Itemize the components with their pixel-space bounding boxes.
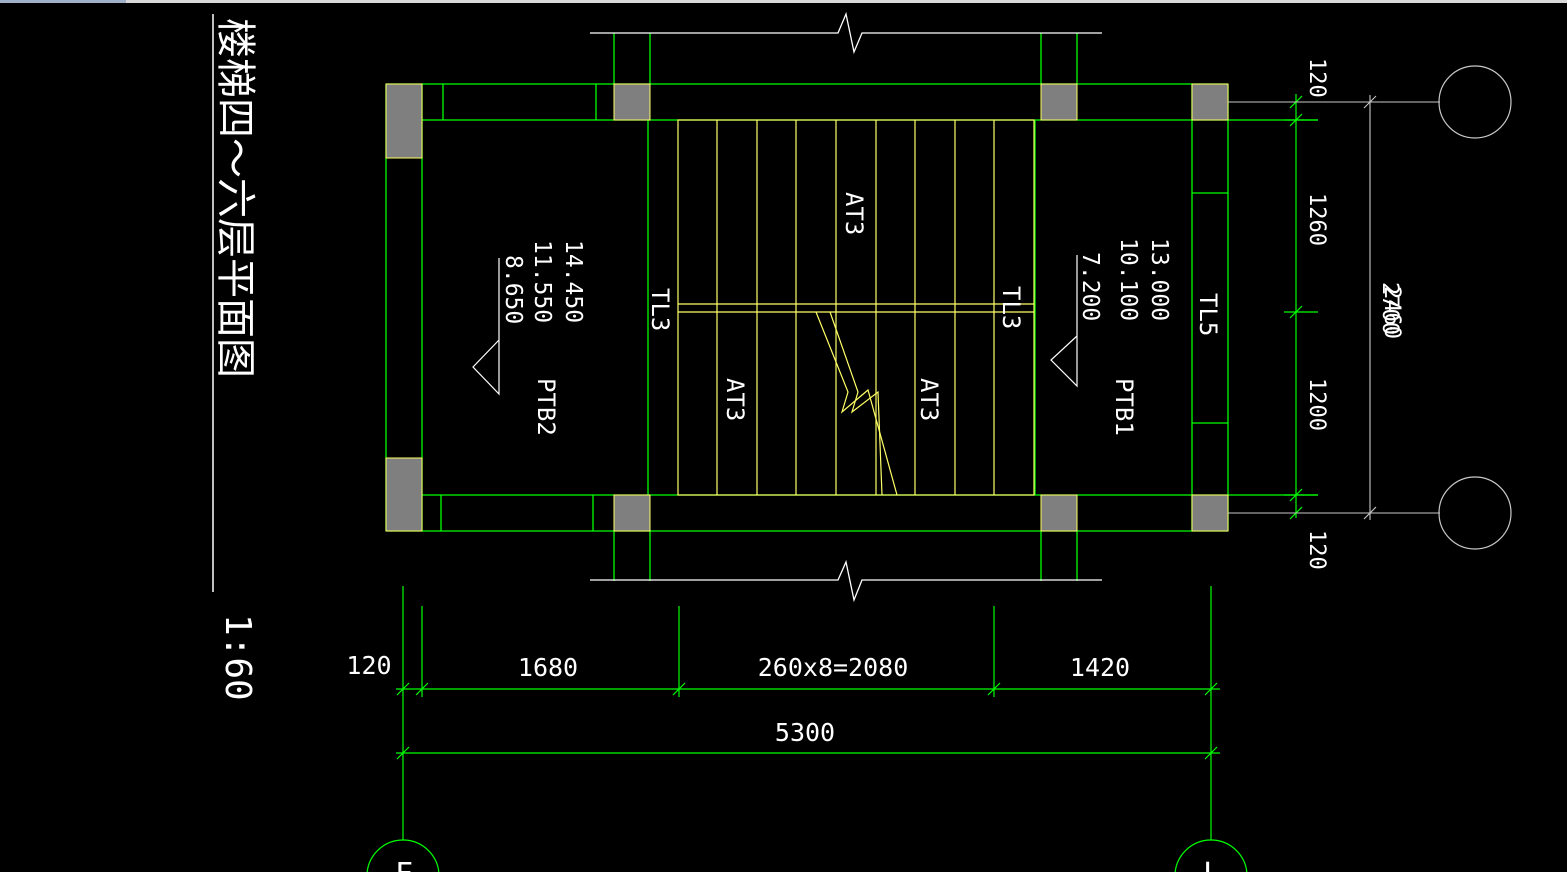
- canvas-background: [0, 3, 1567, 872]
- label-slab-left: PTB2: [532, 378, 560, 436]
- column-top-right: [1191, 83, 1229, 121]
- vertical-dimensions: [1228, 94, 1440, 520]
- column-bottom-right: [1191, 494, 1229, 532]
- label-beam-right: TL3: [997, 286, 1025, 329]
- label-flight-bottom-left: AT3: [721, 378, 749, 421]
- axis-bubbles: F L: [366, 65, 1512, 872]
- window-tab-strip: [0, 0, 126, 3]
- axis-label-bottom-right: L: [1203, 857, 1221, 872]
- elevation-right-3: 7.200: [1077, 252, 1103, 321]
- member-labels: AT3 AT3 AT3 TL3 TL3 TL5 PTB2 PTB1: [532, 192, 1222, 436]
- label-slab-right: PTB1: [1110, 378, 1138, 436]
- dim-h-1420: 1420: [1070, 653, 1130, 682]
- elevation-right-1: 13.000: [1146, 238, 1172, 321]
- column-top-a: [613, 83, 651, 121]
- elevation-symbol-left: [472, 258, 500, 396]
- elevation-left-2: 11.550: [529, 240, 555, 323]
- elevation-left: 14.450 11.550 8.650: [472, 240, 586, 396]
- column-bottom-left: [385, 457, 423, 532]
- horizontal-dimension-texts: 120 1680 260x8=2080 1420 5300: [346, 651, 1130, 747]
- axis-bubble-right-bottom: [1438, 476, 1512, 550]
- columns: [385, 83, 1229, 532]
- dim-v-1260: 1260: [1304, 193, 1329, 246]
- axis-bubble-right-top: [1438, 65, 1512, 139]
- drawing-scale: 1:60: [217, 614, 258, 701]
- label-flight-top: AT3: [840, 192, 868, 235]
- break-lines: [590, 11, 1102, 603]
- elevation-right-2: 10.100: [1115, 238, 1141, 321]
- dim-v-top-120: 120: [1304, 58, 1329, 98]
- vertical-dimension-texts: 120 1260 1200 120 2700 2460: [1304, 58, 1404, 570]
- column-top-b: [1040, 83, 1078, 121]
- drawing-title: 楼梯四～六层平面图: [212, 18, 258, 378]
- column-top-left: [385, 83, 423, 159]
- column-bottom-b: [1040, 494, 1078, 532]
- label-beam-edge: TL5: [1194, 293, 1222, 336]
- stair-flights: [677, 119, 1035, 496]
- dim-v-total-a: 2700: [1377, 282, 1402, 335]
- dim-v-1200: 1200: [1304, 378, 1329, 431]
- horizontal-dimensions: [396, 586, 1220, 840]
- label-flight-bottom-right: AT3: [915, 378, 943, 421]
- elevation-left-3: 8.650: [500, 255, 526, 324]
- axis-bubble-bottom-left: [366, 839, 440, 872]
- window-top-bar: [0, 0, 1567, 3]
- axis-label-bottom-left: F: [395, 857, 413, 872]
- label-beam-left: TL3: [646, 288, 674, 331]
- dim-h-120: 120: [346, 651, 391, 680]
- dim-h-total: 5300: [775, 718, 835, 747]
- dim-h-treads: 260x8=2080: [758, 653, 909, 682]
- elevation-left-1: 14.450: [560, 240, 586, 323]
- dim-v-bottom-120: 120: [1304, 530, 1329, 570]
- axis-bubble-bottom-right: [1174, 839, 1248, 872]
- elevation-symbol-right: [1050, 255, 1078, 388]
- elevation-right: 13.000 10.100 7.200: [1050, 238, 1172, 388]
- dim-v-total-b: 2460: [1379, 286, 1404, 339]
- column-bottom-a: [613, 494, 651, 532]
- dim-h-1680: 1680: [518, 653, 578, 682]
- title-block: 楼梯四～六层平面图 1:60: [212, 14, 258, 701]
